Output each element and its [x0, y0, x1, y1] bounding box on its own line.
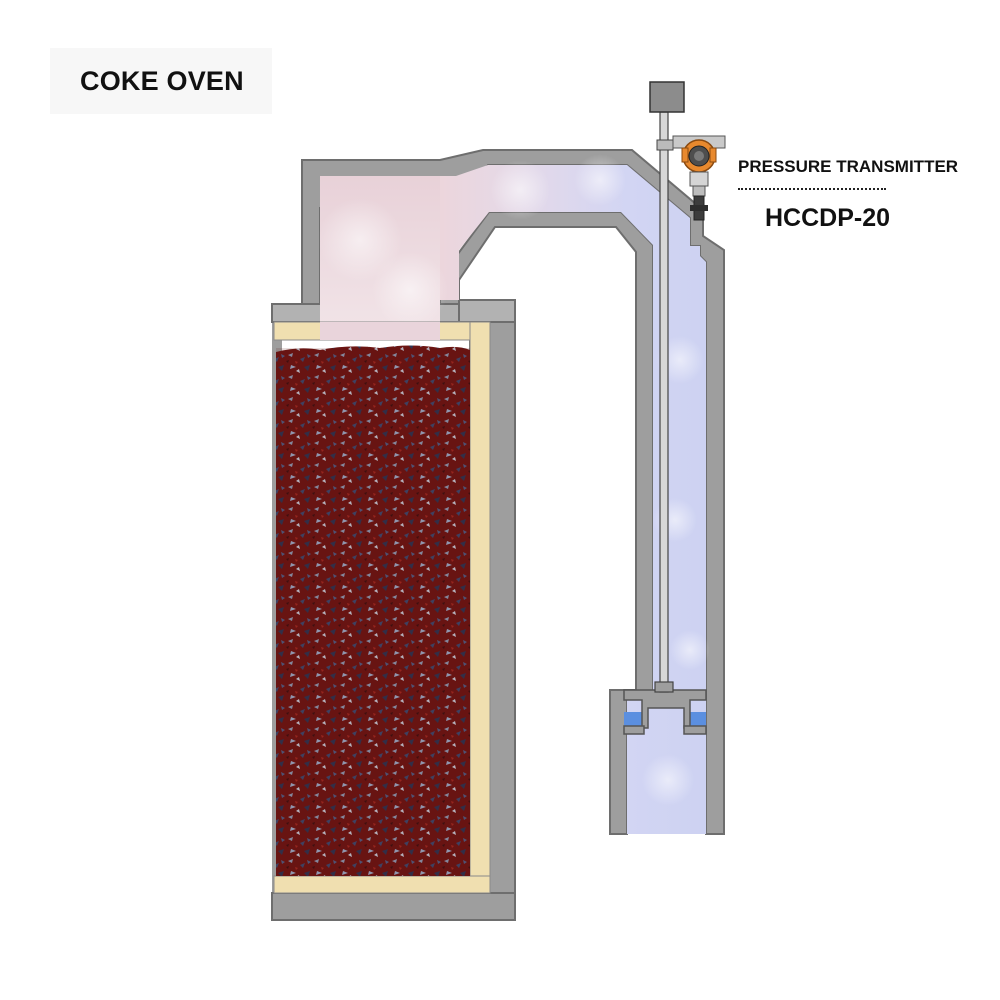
transmitter-label: PRESSURE TRANSMITTER: [738, 157, 959, 176]
title-background: [50, 48, 272, 114]
gas-flow: [318, 154, 710, 834]
label-leader-dots: [738, 188, 886, 190]
transmitter-model: HCCDP-20: [765, 204, 891, 232]
diagram-title: COKE OVEN: [80, 66, 244, 96]
actuator-box-icon: [649, 81, 685, 151]
pressure-transmitter-icon: [672, 135, 726, 221]
water-seal: [623, 689, 707, 735]
coke-bed: [276, 345, 470, 876]
